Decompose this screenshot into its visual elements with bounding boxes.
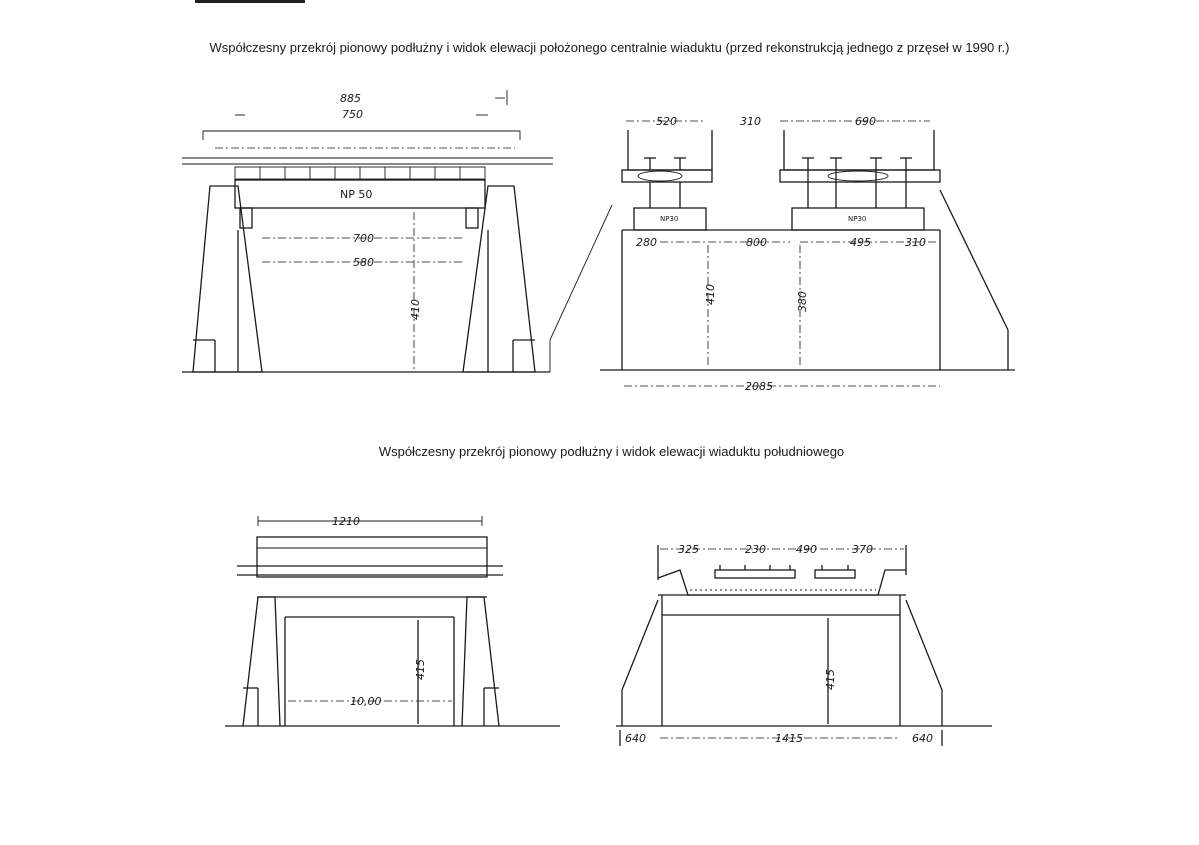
girder-np30-left: NP30 xyxy=(660,215,678,223)
dim-495: 495 xyxy=(850,236,871,249)
girder-np50-label: NP 50 xyxy=(340,188,372,201)
dim-415-left: 415 xyxy=(414,659,427,680)
dim-325: 325 xyxy=(678,543,699,556)
dim-230: 230 xyxy=(745,543,766,556)
dim-310-top: 310 xyxy=(740,115,761,128)
dim-410-right: 410 xyxy=(704,284,717,305)
caption-south-viaduct: Współczesny przekrój pionowy podłużny i … xyxy=(378,444,845,459)
dim-1000: 10,00 xyxy=(350,695,382,708)
dim-280: 280 xyxy=(636,236,657,249)
dim-640-left: 640 xyxy=(625,732,646,745)
dim-415-right: 415 xyxy=(824,669,837,690)
dim-410-left: 410 xyxy=(409,299,422,320)
caption-central-viaduct: Współczesny przekrój pionowy podłużny i … xyxy=(209,40,1010,55)
bottom-right-elevation: 325 230 490 370 415 640 1415 xyxy=(616,543,992,746)
girder-np30-right: NP30 xyxy=(848,215,866,223)
dim-1415: 1415 xyxy=(775,732,803,745)
top-left-section: 885 750 NP 50 xyxy=(182,90,553,373)
dim-690: 690 xyxy=(855,115,876,128)
dim-1210: 1210 xyxy=(332,515,360,528)
dim-380: 380 xyxy=(796,291,809,312)
dim-800: 800 xyxy=(746,236,767,249)
bottom-left-section: 1210 415 10,00 xyxy=(225,515,560,727)
dim-310-bottom: 310 xyxy=(905,236,926,249)
dim-700: 700 xyxy=(353,232,374,245)
dim-580: 580 xyxy=(353,256,374,269)
dim-370: 370 xyxy=(852,543,873,556)
scan-edge-mark xyxy=(195,0,305,3)
dim-520: 520 xyxy=(656,115,677,128)
top-right-elevation: 520 310 690 NP30 NP30 xyxy=(600,115,1015,393)
dim-2085: 2085 xyxy=(745,380,773,393)
dim-885: 885 xyxy=(340,92,361,105)
dim-640-right: 640 xyxy=(912,732,933,745)
dim-750: 750 xyxy=(342,108,363,121)
dim-490: 490 xyxy=(796,543,817,556)
